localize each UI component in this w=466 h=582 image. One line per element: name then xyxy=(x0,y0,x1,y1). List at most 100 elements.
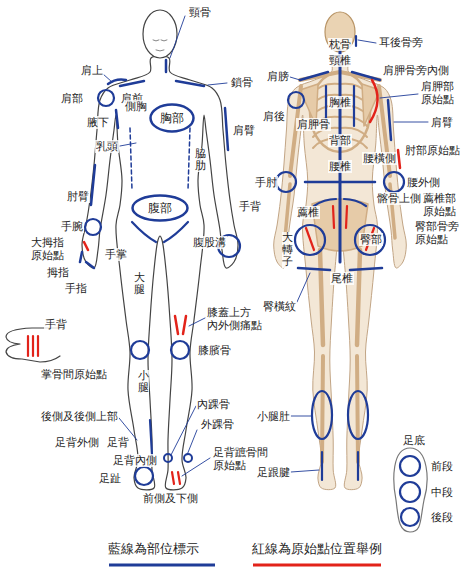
part-label: 薦椎部 原始點 xyxy=(422,192,457,218)
part-label: 內踝骨 xyxy=(196,398,231,411)
part-label: 手肘 xyxy=(254,176,278,189)
origin-point-mark xyxy=(178,472,180,484)
region-mark xyxy=(298,268,330,270)
part-label: 肩上 xyxy=(80,64,104,77)
part-label: 掌骨間原始點 xyxy=(40,368,108,381)
front-body-outline xyxy=(82,56,238,490)
origin-point-mark xyxy=(175,316,178,334)
region-mark xyxy=(357,452,359,480)
part-label: 小腿 xyxy=(138,370,149,394)
leader-line xyxy=(189,318,205,326)
part-label: 手背 xyxy=(238,200,262,213)
region-circle xyxy=(184,454,192,462)
part-label: 鎖骨 xyxy=(230,76,254,89)
part-label: 手背 xyxy=(44,318,68,331)
region-circle xyxy=(171,341,189,359)
part-label: 手掌 xyxy=(104,248,128,261)
tibia xyxy=(322,356,323,462)
part-label: 肩胛骨 xyxy=(296,118,331,131)
inset-hand xyxy=(6,328,60,362)
part-label: 中段 xyxy=(430,486,454,499)
region-circle xyxy=(348,391,368,439)
part-label: 肩臂 xyxy=(430,116,454,129)
part-label: 腹股溝 xyxy=(192,236,227,249)
region-circle xyxy=(131,341,149,359)
part-label: 後側及後側上部 xyxy=(40,410,119,423)
region-circle xyxy=(384,172,404,192)
part-label: 枕骨 xyxy=(328,38,352,51)
leader-line xyxy=(170,16,185,58)
part-label: 肩膀 xyxy=(266,70,290,83)
part-label: 拇指 xyxy=(46,266,70,279)
face-detail xyxy=(153,40,167,51)
leader-line xyxy=(208,83,227,85)
part-label: 背部 xyxy=(328,134,352,147)
humerus xyxy=(290,86,301,176)
origin-point-mark xyxy=(370,80,378,122)
region-name: 胸部 xyxy=(160,111,184,125)
region-mark xyxy=(164,222,188,242)
legend-sample xyxy=(108,557,216,569)
part-label: 肩部 xyxy=(60,92,84,105)
part-label: 側胸 xyxy=(124,100,148,113)
region-mark xyxy=(355,36,357,46)
region-mark xyxy=(176,81,204,86)
region-ellipse: 腹部 xyxy=(131,194,189,222)
region-mark xyxy=(80,252,82,262)
ellipse-outline xyxy=(133,196,188,221)
leader-line xyxy=(358,40,376,43)
part-label: 足背 xyxy=(106,436,130,449)
part-label: 後段 xyxy=(430,511,454,524)
leader-line xyxy=(394,122,428,123)
part-label: 手指 xyxy=(64,282,88,295)
ellipse-outline xyxy=(151,105,194,132)
part-label: 大拇指 原始點 xyxy=(30,236,65,262)
part-label: 前側及下側 xyxy=(142,492,199,505)
region-mark xyxy=(305,181,375,184)
part-label: 臀部 xyxy=(359,233,383,246)
femur xyxy=(357,250,360,345)
legend-item: 紅線為原始點位置舉例 xyxy=(252,541,382,569)
region-circle xyxy=(85,219,101,235)
part-label: 外踝骨 xyxy=(200,418,235,431)
part-label: 髂骨上側 xyxy=(376,192,422,205)
part-label: 小腿肚 xyxy=(256,410,291,423)
origin-point-mark xyxy=(333,206,334,228)
region-mark xyxy=(388,100,391,140)
part-label: 臀橫紋 xyxy=(262,300,297,313)
origin-point-mark xyxy=(37,336,39,356)
part-label: 手腕 xyxy=(60,220,84,233)
part-label: 大轉子 xyxy=(282,232,293,268)
region-circle xyxy=(401,508,419,526)
leader-line xyxy=(187,430,197,455)
region-name: 腹部 xyxy=(148,201,172,215)
part-label: 頸椎 xyxy=(328,54,352,67)
part-label: 足底 xyxy=(402,434,426,447)
part-label: 肩後 xyxy=(262,110,286,123)
part-label: 大腿 xyxy=(134,272,145,296)
region-mark xyxy=(352,72,380,80)
region-mark xyxy=(116,110,118,128)
sole-outline xyxy=(394,448,427,532)
origin-point-mark xyxy=(172,472,174,484)
tibia xyxy=(357,356,358,462)
leader-line xyxy=(120,143,136,146)
front-head xyxy=(143,10,177,58)
region-circle xyxy=(312,391,332,439)
leader-line xyxy=(291,416,311,417)
part-label: 前段 xyxy=(430,460,454,473)
region-mark xyxy=(353,86,355,126)
region-mark xyxy=(91,165,95,205)
femur xyxy=(320,250,323,345)
leader-line xyxy=(297,273,310,302)
origin-point-mark xyxy=(32,336,34,356)
skull xyxy=(325,12,355,52)
part-label: 膝臏骨 xyxy=(197,344,232,357)
legend-sample xyxy=(252,557,382,569)
part-label: 頸骨 xyxy=(188,6,212,19)
part-label: 肘臂 xyxy=(66,190,90,203)
region-circle xyxy=(276,172,296,192)
leader-line xyxy=(171,406,196,455)
region-mark xyxy=(130,128,132,190)
legend-text: 藍線為部位標示 xyxy=(108,541,216,557)
